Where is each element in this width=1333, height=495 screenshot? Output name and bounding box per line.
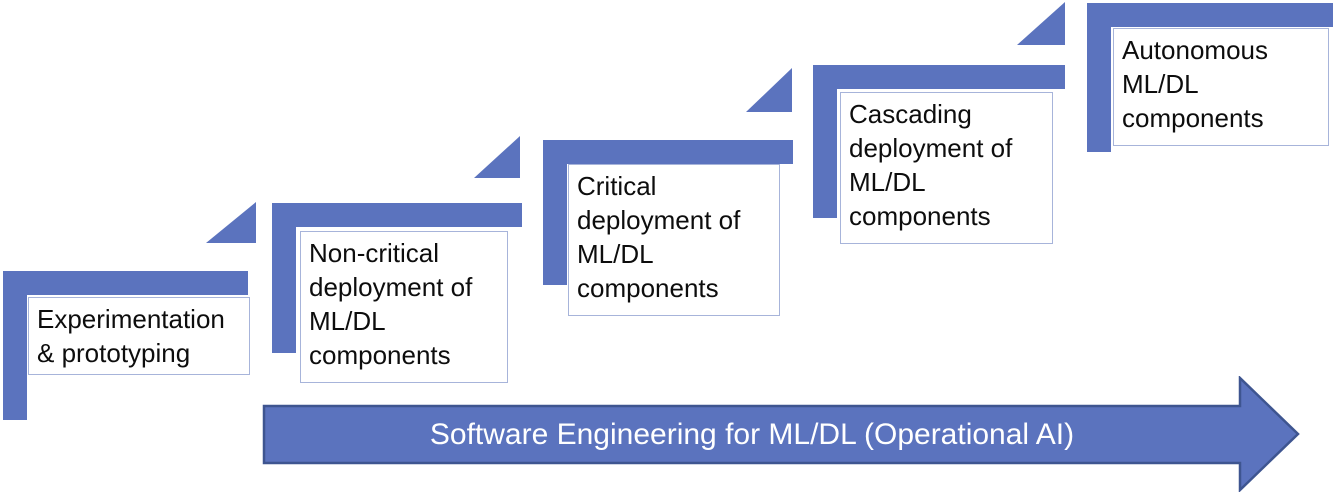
step4-label-box: Cascading deployment of ML/DL components [840, 92, 1053, 244]
right-arrow-icon [262, 376, 1300, 492]
step2-label-box: Non-critical deployment of ML/DL compone… [300, 231, 508, 383]
step1-top-bar [3, 271, 248, 295]
step3-top-bar [543, 140, 793, 164]
step3-side-bar [543, 140, 567, 285]
step-up-triangle-icon [1017, 2, 1065, 45]
step1-label-box: Experimentation & prototyping [28, 297, 250, 375]
step5-label: Autonomous ML/DL components [1122, 35, 1268, 133]
step4-side-bar [813, 65, 837, 218]
step5-top-bar [1087, 3, 1333, 27]
step5-label-box: Autonomous ML/DL components [1113, 28, 1329, 146]
step3-label-box: Critical deployment of ML/DL components [568, 164, 780, 316]
step2-top-bar [272, 203, 522, 227]
step5-side-bar [1087, 3, 1111, 152]
step-up-triangle-icon [746, 68, 792, 112]
step-up-triangle-icon [206, 202, 256, 243]
arrow-caption: Software Engineering for ML/DL (Operatio… [429, 417, 1075, 451]
step1-label: Experimentation & prototyping [37, 304, 225, 368]
step2-label: Non-critical deployment of ML/DL compone… [309, 238, 473, 370]
step1-side-bar [3, 271, 27, 420]
step4-label: Cascading deployment of ML/DL components [849, 99, 1013, 231]
step-up-triangle-icon [474, 136, 520, 178]
step3-label: Critical deployment of ML/DL components [577, 171, 741, 303]
step2-side-bar [272, 203, 296, 353]
step4-top-bar [813, 65, 1065, 89]
